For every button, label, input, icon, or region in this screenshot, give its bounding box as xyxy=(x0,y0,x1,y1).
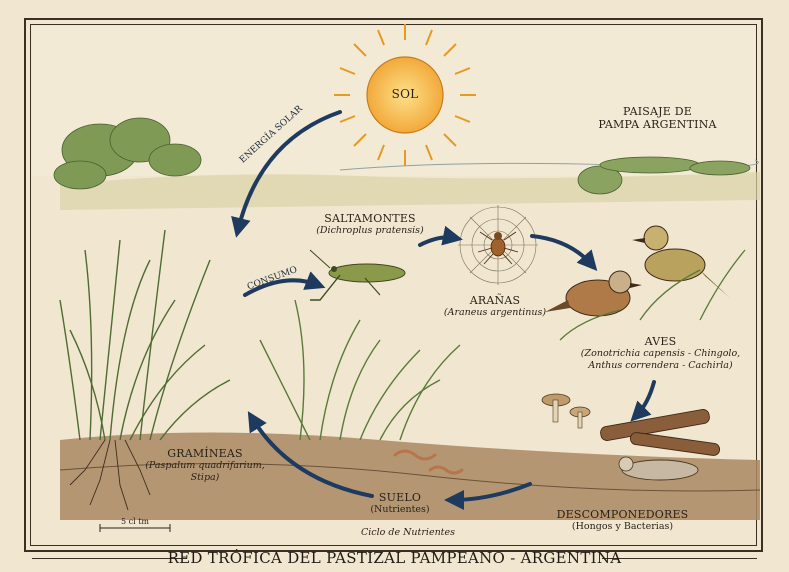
grass-left xyxy=(60,230,230,440)
sun-label: SOL xyxy=(380,87,430,101)
suelo-name: SUELO xyxy=(360,491,440,504)
saltamontes-sci: (Dichroplus pratensis) xyxy=(305,225,435,236)
aves-sci-line2: Anthus correndera - Cachirla) xyxy=(568,360,753,371)
suelo-sub: (Nutrientes) xyxy=(360,504,440,515)
ciclo-text: Ciclo de Nutrientes xyxy=(348,527,468,538)
descomp-name: DESCOMPONEDORES xyxy=(540,508,705,521)
arrow-birds-to-decomposers xyxy=(636,382,654,416)
graminea-sci-line2: Stipa) xyxy=(130,472,280,483)
arrow-spider-to-birds xyxy=(532,236,592,265)
aranas-name: ARAÑAS xyxy=(430,294,560,307)
landscape-title: PAISAJE DE PAMPA ARGENTINA xyxy=(585,105,730,131)
plain xyxy=(60,172,760,210)
node-aranas: ARAÑAS (Araneus argentinus) xyxy=(430,294,560,319)
graminea-sci-line1: (Paspalum quadrifarium, xyxy=(130,460,280,471)
node-saltamontes: SALTAMONTES (Dichroplus pratensis) xyxy=(305,212,435,237)
grass-middle xyxy=(260,300,460,440)
node-suelo: SUELO (Nutrientes) xyxy=(360,491,440,516)
aves-name: AVES xyxy=(568,335,753,348)
arrow-grasshopper-to-spider xyxy=(420,237,455,245)
diagram-title: RED TRÓFICA DEL PASTIZAL PAMPEANO - ARGE… xyxy=(0,549,789,567)
bird-cachirla xyxy=(632,226,730,298)
node-graminea: GRAMÍNEAS (Paspalum quadrifarium, Stipa) xyxy=(130,447,280,483)
saltamontes-name: SALTAMONTES xyxy=(305,212,435,225)
logs xyxy=(600,409,721,457)
aranas-sci: (Araneus argentinus) xyxy=(430,307,560,318)
landscape-title-line1: PAISAJE DE xyxy=(585,105,730,118)
mushrooms xyxy=(542,394,590,428)
scale-bar-label: 5 cl tm xyxy=(105,517,165,527)
grasshopper xyxy=(310,250,405,300)
landscape-title-line2: PAMPA ARGENTINA xyxy=(585,118,730,131)
node-aves: AVES (Zonotrichia capensis - Chingolo, A… xyxy=(568,335,753,371)
descomp-sub: (Hongos y Bacterias) xyxy=(540,521,705,532)
ciclo-label: Ciclo de Nutrientes xyxy=(348,527,468,538)
graminea-name: GRAMÍNEAS xyxy=(130,447,280,460)
node-descomponedores: DESCOMPONEDORES (Hongos y Bacterias) xyxy=(540,508,705,533)
aves-sci-line1: (Zonotrichia capensis - Chingolo, xyxy=(568,348,753,359)
